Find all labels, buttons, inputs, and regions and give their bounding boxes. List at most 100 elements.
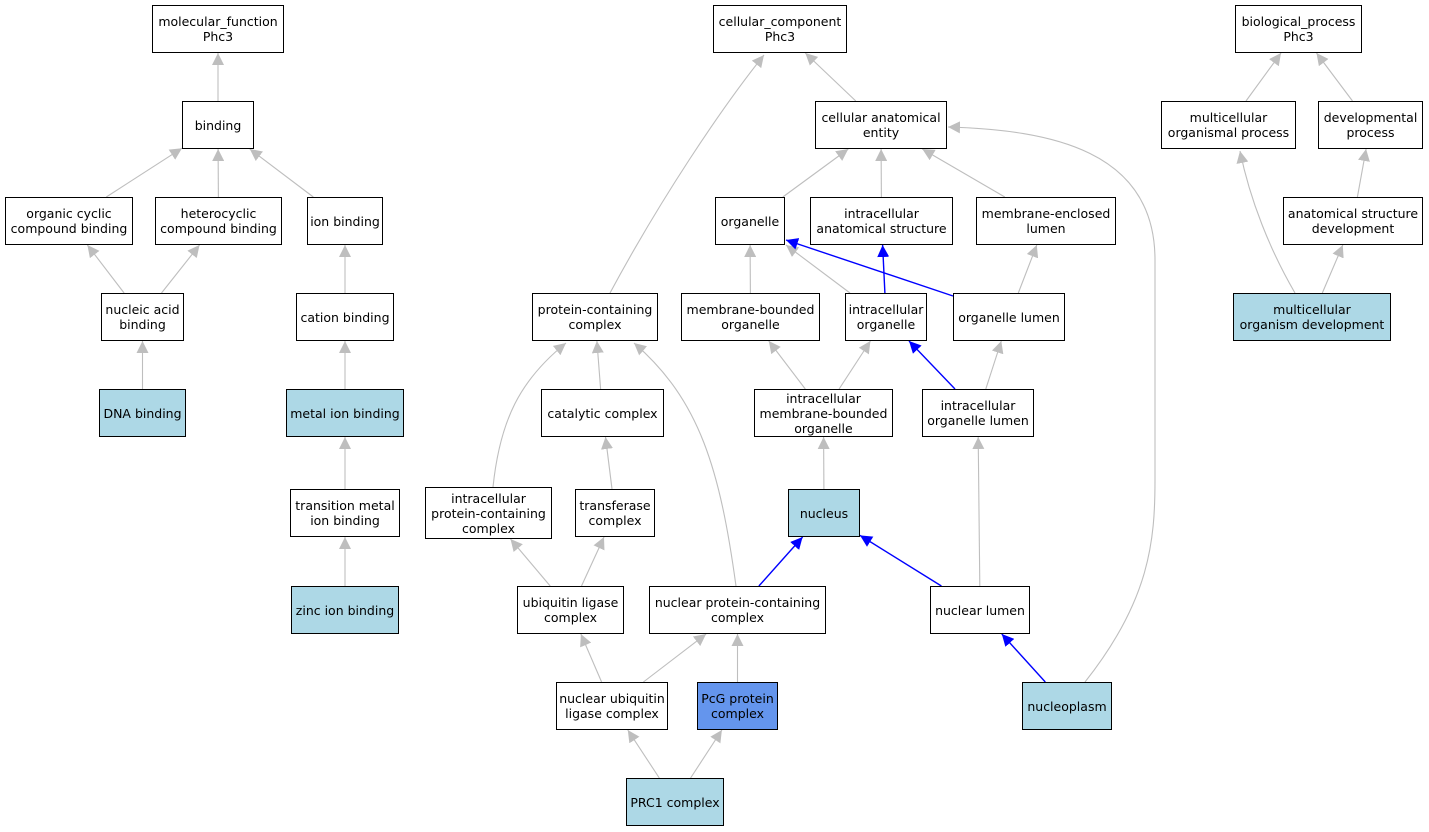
edge-cat_complex-to-pcc <box>591 340 604 390</box>
go-term-node-mf-root[interactable]: molecular_function Phc3 <box>152 5 284 53</box>
go-term-node-nuclear-lumen[interactable]: nuclear lumen <box>930 586 1030 634</box>
go-term-label: nuclear protein-containing complex <box>654 595 821 625</box>
go-term-label: cellular_component Phc3 <box>718 14 842 44</box>
go-term-node-mel[interactable]: membrane-enclosed lumen <box>976 197 1116 245</box>
go-term-node-mbo[interactable]: membrane-bounded organelle <box>681 293 820 341</box>
go-term-label: protein-containing complex <box>537 302 653 332</box>
go-term-node-heterocyclic[interactable]: heterocyclic compound binding <box>155 197 282 245</box>
go-term-node-pcc[interactable]: protein-containing complex <box>532 293 658 341</box>
go-term-node-cat-complex[interactable]: catalytic complex <box>541 389 664 437</box>
go-term-label: membrane-bounded organelle <box>686 302 815 332</box>
edge-npcc-to-nucleus <box>758 536 804 587</box>
go-term-label: membrane-enclosed lumen <box>981 206 1111 236</box>
go-term-node-transition-metal[interactable]: transition metal ion binding <box>290 489 400 537</box>
go-term-label: intracellular organelle <box>848 302 924 332</box>
go-term-node-bp-root[interactable]: biological_process Phc3 <box>1235 5 1362 53</box>
go-term-label: transferase complex <box>579 498 651 528</box>
go-term-label: organelle <box>720 213 780 229</box>
edge-nulc-to-ulc <box>580 633 603 683</box>
go-term-label: zinc ion binding <box>295 602 395 618</box>
go-term-label: multicellular organismal process <box>1167 110 1290 140</box>
go-term-node-ulc[interactable]: ubiquitin ligase complex <box>517 586 624 634</box>
edge-nulc-to-npcc <box>643 633 707 683</box>
go-term-node-ion-binding[interactable]: ion binding <box>307 197 383 245</box>
go-term-node-nucleus[interactable]: nucleus <box>788 489 860 537</box>
go-term-node-asd[interactable]: anatomical structure development <box>1283 197 1423 245</box>
go-term-label: multicellular organism development <box>1239 302 1385 332</box>
edge-organic_cyclic-to-binding <box>106 147 183 198</box>
go-term-node-cation-binding[interactable]: cation binding <box>296 293 394 341</box>
go-term-node-imbo[interactable]: intracellular membrane-bounded organelle <box>754 389 893 437</box>
go-term-node-npcc[interactable]: nuclear protein-containing complex <box>649 586 826 634</box>
go-term-node-nucleic-acid[interactable]: nucleic acid binding <box>101 293 184 341</box>
edge-pcc-to-cc_root <box>609 54 765 294</box>
edge-ulc-to-transferase <box>581 536 605 587</box>
go-term-label: organelle lumen <box>958 309 1060 325</box>
go-term-label: biological_process Phc3 <box>1241 14 1356 44</box>
go-term-label: nucleus <box>799 505 849 521</box>
go-term-node-cae[interactable]: cellular anatomical entity <box>815 101 947 149</box>
go-term-label: cellular anatomical entity <box>821 110 941 140</box>
go-term-label: ubiquitin ligase complex <box>522 595 619 625</box>
go-term-label: catalytic complex <box>547 405 658 421</box>
edge-organelle-to-cae <box>782 148 849 198</box>
go-term-node-dna-binding[interactable]: DNA binding <box>99 389 186 437</box>
go-term-label: intracellular protein-containing complex <box>431 490 546 536</box>
go-term-label: intracellular organelle lumen <box>927 398 1029 428</box>
go-term-label: nucleoplasm <box>1027 698 1107 714</box>
go-term-node-ipcc[interactable]: intracellular protein-containing complex <box>425 487 552 539</box>
edge-mod-to-mop <box>1236 150 1296 294</box>
edge-nucleic_acid-to-organic_cyclic <box>86 244 125 294</box>
edge-ion_binding-to-binding <box>249 148 314 198</box>
go-term-label: nuclear lumen <box>935 602 1025 618</box>
edge-iol-to-ol <box>985 340 1004 390</box>
go-term-node-ias[interactable]: intracellular anatomical structure <box>810 197 953 245</box>
edge-imbo-to-io <box>838 340 871 390</box>
go-term-node-transferase[interactable]: transferase complex <box>575 489 655 537</box>
edge-nucleoplasm-to-nuclear_lumen <box>1001 633 1046 683</box>
go-term-label: metal ion binding <box>290 405 400 421</box>
go-term-label: developmental process <box>1323 110 1418 140</box>
edge-imbo-to-mbo <box>768 340 806 390</box>
edge-nucleoplasm-to-cae <box>947 121 1156 683</box>
go-term-node-ol[interactable]: organelle lumen <box>953 293 1065 341</box>
go-term-node-binding[interactable]: binding <box>182 101 254 149</box>
go-term-label: intracellular membrane-bounded organelle <box>759 390 888 436</box>
edge-mod-to-asd <box>1321 244 1344 294</box>
edge-ol-to-organelle <box>785 238 954 297</box>
edge-asd-to-dev_process <box>1356 148 1370 198</box>
go-term-node-prc1[interactable]: PRC1 complex <box>626 778 724 826</box>
go-term-node-pcg[interactable]: PcG protein complex <box>697 682 778 730</box>
edge-iol-to-io <box>908 340 956 390</box>
edge-cae-to-cc_root <box>804 52 857 102</box>
go-term-node-cc-root[interactable]: cellular_component Phc3 <box>713 5 847 53</box>
go-term-label: ion binding <box>310 213 380 229</box>
go-term-label: molecular_function Phc3 <box>158 14 278 44</box>
edge-npcc-to-pcc <box>633 342 737 587</box>
go-term-node-zinc-ion[interactable]: zinc ion binding <box>291 586 399 634</box>
edge-prc1-to-pcg <box>690 729 723 779</box>
go-term-label: intracellular anatomical structure <box>816 206 947 236</box>
go-term-label: nucleic acid binding <box>105 302 180 332</box>
go-term-node-iol[interactable]: intracellular organelle lumen <box>922 389 1034 437</box>
go-term-node-organic-cyclic[interactable]: organic cyclic compound binding <box>5 197 133 245</box>
go-term-label: DNA binding <box>103 405 182 421</box>
go-term-node-metal-ion[interactable]: metal ion binding <box>286 389 404 437</box>
go-term-node-nulc[interactable]: nuclear ubiquitin ligase complex <box>556 682 668 730</box>
go-term-label: transition metal ion binding <box>295 498 395 528</box>
go-term-node-dev-process[interactable]: developmental process <box>1318 101 1423 149</box>
edge-mel-to-cae <box>922 148 1006 198</box>
edge-io-to-organelle <box>785 244 851 294</box>
go-term-node-mod[interactable]: multicellular organism development <box>1233 293 1391 341</box>
go-term-node-nucleoplasm[interactable]: nucleoplasm <box>1022 682 1112 730</box>
edge-nuclear_lumen-to-nucleus <box>859 534 942 587</box>
edge-dev_process-to-bp_root <box>1316 52 1353 102</box>
go-term-node-mop[interactable]: multicellular organismal process <box>1161 101 1296 149</box>
go-term-label: PRC1 complex <box>630 794 720 810</box>
go-term-node-io[interactable]: intracellular organelle <box>845 293 927 341</box>
go-term-node-organelle[interactable]: organelle <box>715 197 785 245</box>
go-term-label: heterocyclic compound binding <box>160 206 277 236</box>
go-term-label: organic cyclic compound binding <box>10 206 128 236</box>
